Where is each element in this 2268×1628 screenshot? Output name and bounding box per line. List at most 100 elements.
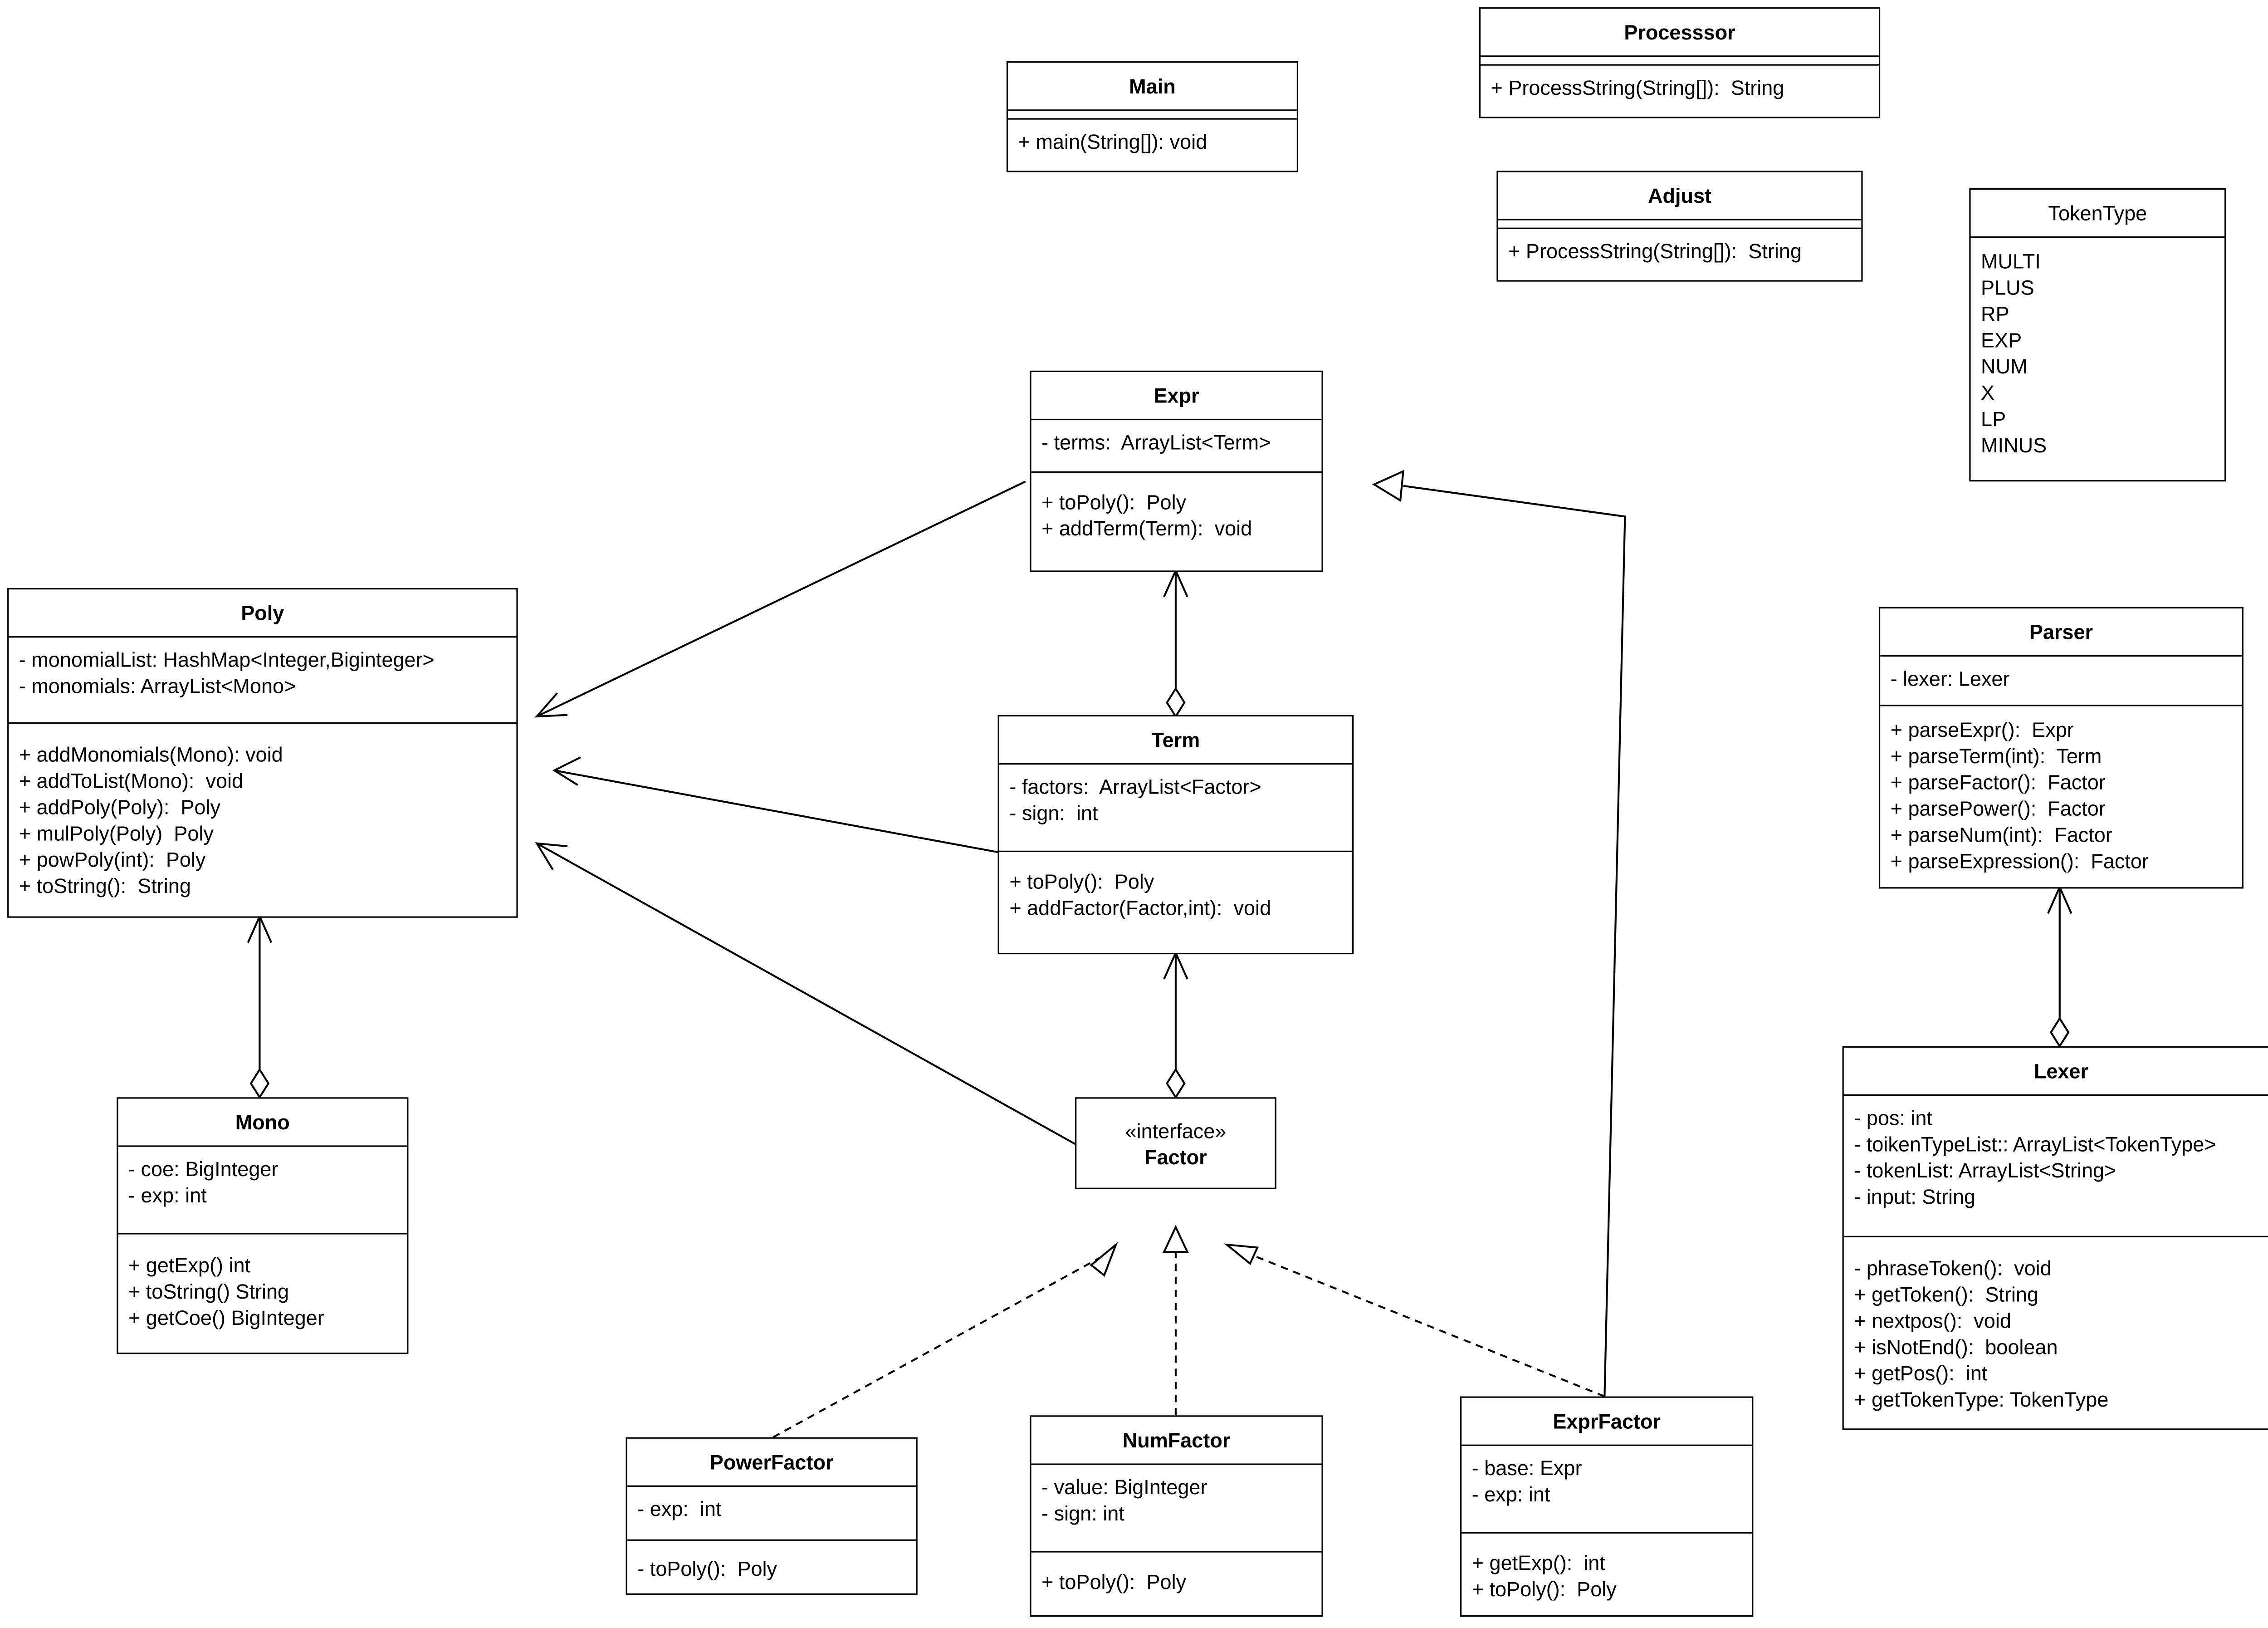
class-parser[interactable]: Parser - lexer: Lexer + parseExpr(): Exp…	[1878, 607, 2244, 889]
method-line: + main(String[]): void	[1018, 130, 1207, 153]
class-name: PowerFactor	[627, 1439, 916, 1487]
class-expr[interactable]: Expr - terms: ArrayList<Term> + toPoly()…	[1030, 370, 1323, 572]
method-line: + addPoly(Poly): Poly	[19, 795, 220, 819]
enum-value: MINUS	[1981, 433, 2047, 457]
class-name: Expr	[1031, 372, 1322, 421]
field-line: - base: Expr	[1471, 1456, 1582, 1480]
enum-value: PLUS	[1981, 275, 2034, 299]
method-line: - toPoly(): Poly	[637, 1557, 777, 1580]
methods-section: + getExp(): int + toPoly(): Poly	[1461, 1534, 1752, 1602]
enum-value: NUM	[1981, 354, 2028, 378]
realization-triangle	[1223, 1243, 1259, 1265]
class-processor[interactable]: Processsor + ProcessString(String[]): St…	[1479, 7, 1881, 118]
class-name: NumFactor	[1031, 1417, 1322, 1465]
field-line: - terms: ArrayList<Term>	[1041, 430, 1271, 454]
aggregation-diamond	[1166, 1068, 1186, 1099]
class-numfactor[interactable]: NumFactor - value: BigInteger - sign: in…	[1030, 1415, 1323, 1617]
interface-name: Factor	[1144, 1144, 1207, 1168]
field-line: - exp: int	[128, 1183, 207, 1207]
method-line: + parseFactor(): Factor	[1890, 770, 2106, 794]
class-mono[interactable]: Mono - coe: BigInteger - exp: int + getE…	[117, 1097, 409, 1354]
method-line: + parseExpr(): Expr	[1890, 718, 2074, 741]
class-poly[interactable]: Poly - monomialList: HashMap<Integer,Big…	[7, 588, 518, 918]
method-line: + getTokenType: TokenType	[1854, 1388, 2109, 1411]
methods-section: + toPoly(): Poly + addFactor(Factor,int)…	[999, 852, 1352, 921]
method-line: + mulPoly(Poly) Poly	[19, 821, 214, 845]
class-name: Parser	[1880, 608, 2242, 657]
field-line: - monomials: ArrayList<Mono>	[19, 674, 296, 698]
method-line: + getExp() int	[128, 1253, 251, 1277]
class-name: Lexer	[1843, 1048, 2268, 1096]
method-line: + addTerm(Term): void	[1041, 516, 1252, 540]
method-line: + parseNum(int): Factor	[1890, 823, 2112, 847]
fields-section	[1481, 57, 1879, 66]
methods-section: + toPoly(): Poly + addTerm(Term): void	[1031, 473, 1322, 541]
field-line: - tokenList: ArrayList<String>	[1854, 1158, 2116, 1182]
aggregation-diamond	[249, 1068, 270, 1099]
enum-tokentype[interactable]: TokenType MULTI PLUS RP EXP NUM X LP MIN…	[1969, 188, 2226, 482]
method-line: + getToken(): String	[1854, 1282, 2038, 1306]
stereotype-label: «interface»	[1125, 1118, 1227, 1142]
method-line: + ProcessString(String[]): String	[1491, 76, 1784, 99]
class-adjust[interactable]: Adjust + ProcessString(String[]): String	[1496, 171, 1863, 282]
edge-term-to-poly	[554, 769, 998, 853]
class-lexer[interactable]: Lexer - pos: int - toikenTypeList:: Arra…	[1842, 1046, 2268, 1430]
values-section: MULTI PLUS RP EXP NUM X LP MINUS	[1971, 238, 2225, 458]
method-line: + nextpos(): void	[1854, 1309, 2011, 1333]
method-line: + parsePower(): Factor	[1890, 796, 2106, 820]
edge-factor-to-poly	[536, 842, 1076, 1145]
arrowhead-open	[552, 756, 581, 786]
field-line: - factors: ArrayList<Factor>	[1009, 775, 1261, 799]
field-line: - exp: int	[637, 1497, 722, 1520]
fields-section: - coe: BigInteger - exp: int	[118, 1147, 407, 1235]
class-name: Mono	[118, 1098, 407, 1147]
method-line: + ProcessString(String[]): String	[1508, 239, 1802, 263]
field-line: - input: String	[1854, 1185, 1976, 1208]
field-line: - lexer: Lexer	[1890, 667, 2010, 691]
edge-powerfactor-to-factor	[772, 1257, 1100, 1438]
method-line: + toString(): String	[19, 874, 191, 897]
enum-value: RP	[1981, 302, 2009, 326]
class-name: Adjust	[1498, 172, 1862, 221]
field-line: - sign: int	[1041, 1501, 1124, 1525]
field-line: - coe: BigInteger	[128, 1157, 279, 1181]
realization-triangle	[1162, 1225, 1189, 1253]
field-line: - value: BigInteger	[1041, 1475, 1207, 1499]
interface-factor[interactable]: «interface» Factor	[1075, 1097, 1276, 1189]
class-name: Processsor	[1481, 9, 1879, 57]
field-line: - pos: int	[1854, 1106, 1932, 1130]
class-name: Term	[999, 716, 1353, 765]
fields-section: - pos: int - toikenTypeList:: ArrayList<…	[1843, 1096, 2268, 1237]
class-exprfactor[interactable]: ExprFactor - base: Expr - exp: int + get…	[1460, 1396, 1754, 1617]
enum-value: MULTI	[1981, 249, 2041, 273]
enum-value: LP	[1981, 407, 2006, 431]
method-line: + parseTerm(int): Term	[1890, 744, 2102, 768]
field-line: - toikenTypeList:: ArrayList<TokenType>	[1854, 1132, 2216, 1156]
aggregation-diamond	[2049, 1016, 2070, 1048]
generalization-triangle	[1372, 470, 1405, 502]
class-term[interactable]: Term - factors: ArrayList<Factor> - sign…	[997, 715, 1354, 955]
class-name: Main	[1008, 63, 1297, 111]
field-line: - exp: int	[1471, 1482, 1550, 1506]
method-line: + getExp(): int	[1471, 1551, 1605, 1574]
methods-section: - phraseToken(): void + getToken(): Stri…	[1844, 1237, 2268, 1412]
methods-section: + parseExpr(): Expr + parseTerm(int): Te…	[1880, 706, 2242, 874]
method-line: + getCoe() BigInteger	[128, 1306, 324, 1329]
methods-section: + ProcessString(String[]): String	[1498, 229, 1862, 264]
method-line: + addFactor(Factor,int): void	[1009, 896, 1271, 919]
realization-triangle	[1090, 1241, 1118, 1277]
class-main[interactable]: Main + main(String[]): void	[1006, 61, 1299, 172]
class-powerfactor[interactable]: PowerFactor - exp: int - toPoly(): Poly	[626, 1437, 918, 1595]
methods-section: + getExp() int + toString() String + get…	[118, 1235, 407, 1331]
fields-section: - value: BigInteger - sign: int	[1031, 1465, 1322, 1553]
edge-exprfactor-to-factor	[1251, 1254, 1605, 1398]
fields-section	[1008, 111, 1297, 120]
fields-section: - base: Expr - exp: int	[1461, 1446, 1752, 1534]
fields-section: - factors: ArrayList<Factor> - sign: int	[999, 765, 1353, 853]
method-line: + toPoly(): Poly	[1009, 869, 1154, 893]
method-line: + addMonomials(Mono): void	[19, 742, 283, 766]
fields-section: - lexer: Lexer	[1880, 657, 2242, 706]
methods-section: + toPoly(): Poly	[1031, 1553, 1322, 1595]
field-line: - monomialList: HashMap<Integer,Biginteg…	[19, 647, 435, 672]
class-name: TokenType	[1970, 190, 2225, 238]
